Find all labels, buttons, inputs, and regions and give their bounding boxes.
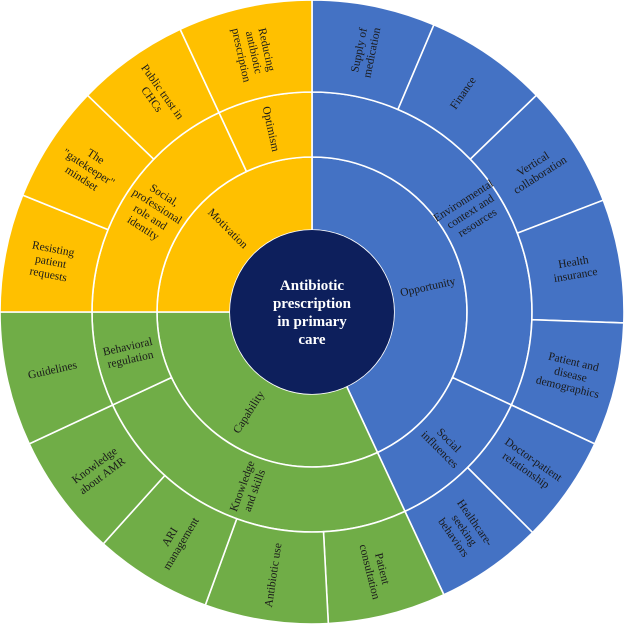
center-circle bbox=[230, 230, 394, 394]
center-label-line: prescription bbox=[273, 296, 352, 312]
segment-guidelines bbox=[0, 311, 114, 445]
label-line: Health bbox=[557, 254, 589, 271]
center-label-line: care bbox=[298, 332, 326, 348]
center-label-line: in primary bbox=[277, 314, 347, 330]
segment-reducing-antibiotic-prescription bbox=[179, 0, 313, 114]
center-label-line: Antibiotic bbox=[280, 278, 345, 294]
center-label: Antibiotic prescription in primary care bbox=[273, 278, 352, 348]
